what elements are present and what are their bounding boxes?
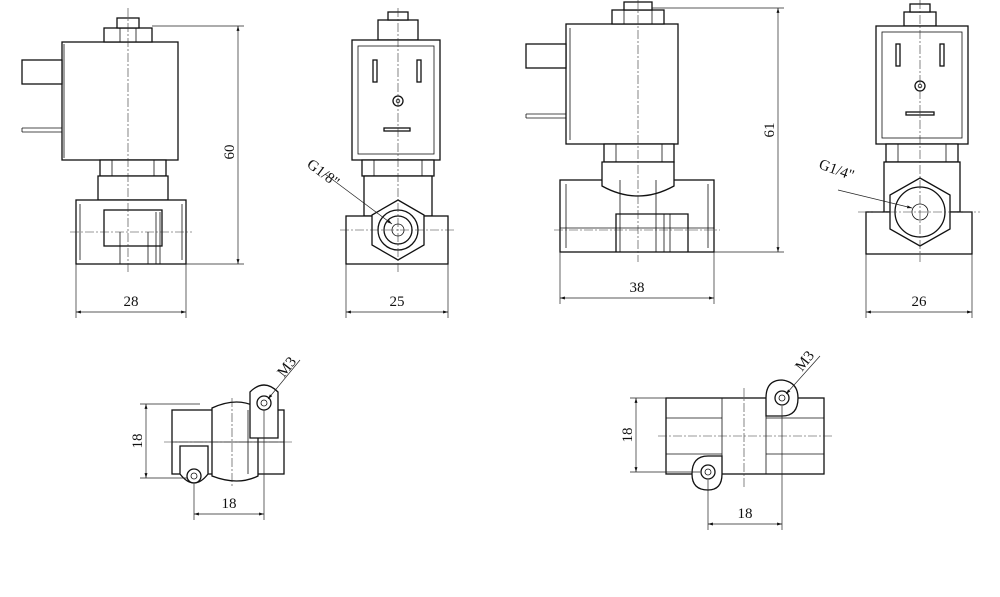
dimension-label-61: 61 — [762, 123, 778, 138]
dimension-label-bottom-left-height: 18 — [130, 434, 146, 449]
dimension-label-bottom-right-width: 18 — [738, 506, 753, 522]
dimension-label-28: 28 — [124, 294, 139, 310]
port-thread-label-g18: G1/8" — [304, 156, 342, 191]
dimension-label-38: 38 — [630, 280, 645, 296]
dimension-label-25: 25 — [390, 294, 405, 310]
view-front-large-valve: G1/4" 26 — [817, 0, 980, 318]
view-bottom-large-valve: M3 18 18 — [620, 348, 832, 530]
dimension-label-bottom-right-height: 18 — [620, 428, 636, 443]
dimension-label-bottom-left-width: 18 — [222, 496, 237, 512]
view-side-small-valve: 60 28 — [21, 8, 244, 318]
dimension-label-60: 60 — [222, 145, 238, 160]
thread-label-m3-right: M3 — [793, 348, 818, 374]
view-side-large-valve: 61 38 — [525, 0, 784, 304]
dimension-label-26: 26 — [912, 294, 928, 310]
thread-label-m3-left: M3 — [275, 354, 300, 380]
view-bottom-small-valve: M3 18 18 — [130, 354, 301, 520]
port-thread-label-g14: G1/4" — [817, 157, 856, 184]
view-front-small-valve: G1/8" 25 — [304, 8, 456, 318]
